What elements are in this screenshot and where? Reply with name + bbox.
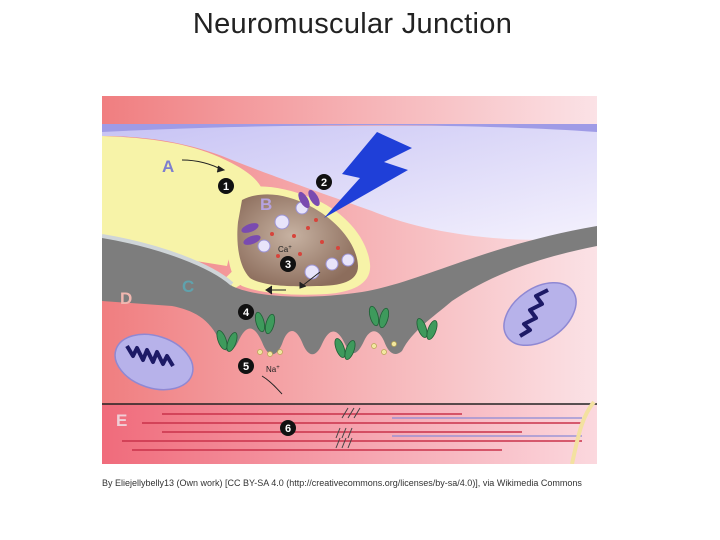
- mitochondrion-left: [114, 333, 194, 391]
- step-3-marker: 3: [280, 256, 296, 272]
- image-credit: By Eliejellybelly13 (Own work) [CC BY-SA…: [102, 478, 582, 488]
- axon-body: [102, 156, 239, 266]
- svg-text:1: 1: [223, 181, 229, 193]
- top-membrane: [102, 124, 597, 132]
- label-b: B: [260, 195, 272, 214]
- schwann-cell-region: [102, 126, 597, 240]
- acetylcholine-receptors: [216, 305, 438, 360]
- step-4-marker: 4: [238, 304, 254, 320]
- step-2-marker: 2: [316, 174, 332, 190]
- step-5-marker: 5: [238, 358, 254, 374]
- synaptic-cleft-membrane: [102, 226, 597, 355]
- mitochondrion-right: [503, 281, 577, 347]
- step-1-marker: 1: [218, 178, 234, 194]
- action-potential-lightning-icon: [324, 132, 412, 218]
- svg-text:6: 6: [285, 423, 291, 435]
- svg-text:2: 2: [321, 177, 327, 189]
- label-d: D: [120, 289, 132, 308]
- slide-title: Neuromuscular Junction: [192, 8, 513, 40]
- svg-text:3: 3: [285, 259, 291, 271]
- label-a: A: [162, 157, 174, 176]
- calcium-channels: [241, 189, 320, 245]
- signal-break-marks: [335, 407, 361, 449]
- svg-text:4: 4: [243, 307, 250, 319]
- label-e: E: [116, 411, 127, 430]
- svg-text:5: 5: [243, 361, 249, 373]
- myofibril-lines: [122, 413, 582, 451]
- neuromuscular-junction-diagram: A B C D E 1 2 3 4 5 6 Ca+ Na+: [102, 96, 597, 464]
- calcium-label: Ca+: [278, 245, 292, 254]
- sodium-ions: [257, 341, 397, 357]
- process-arrows: [181, 159, 321, 395]
- sodium-label: Na+: [266, 365, 280, 374]
- step-6-marker: 6: [280, 420, 296, 436]
- diagram-svg: A B C D E 1 2 3 4 5 6 Ca+ Na+: [102, 96, 597, 464]
- label-c: C: [182, 277, 194, 296]
